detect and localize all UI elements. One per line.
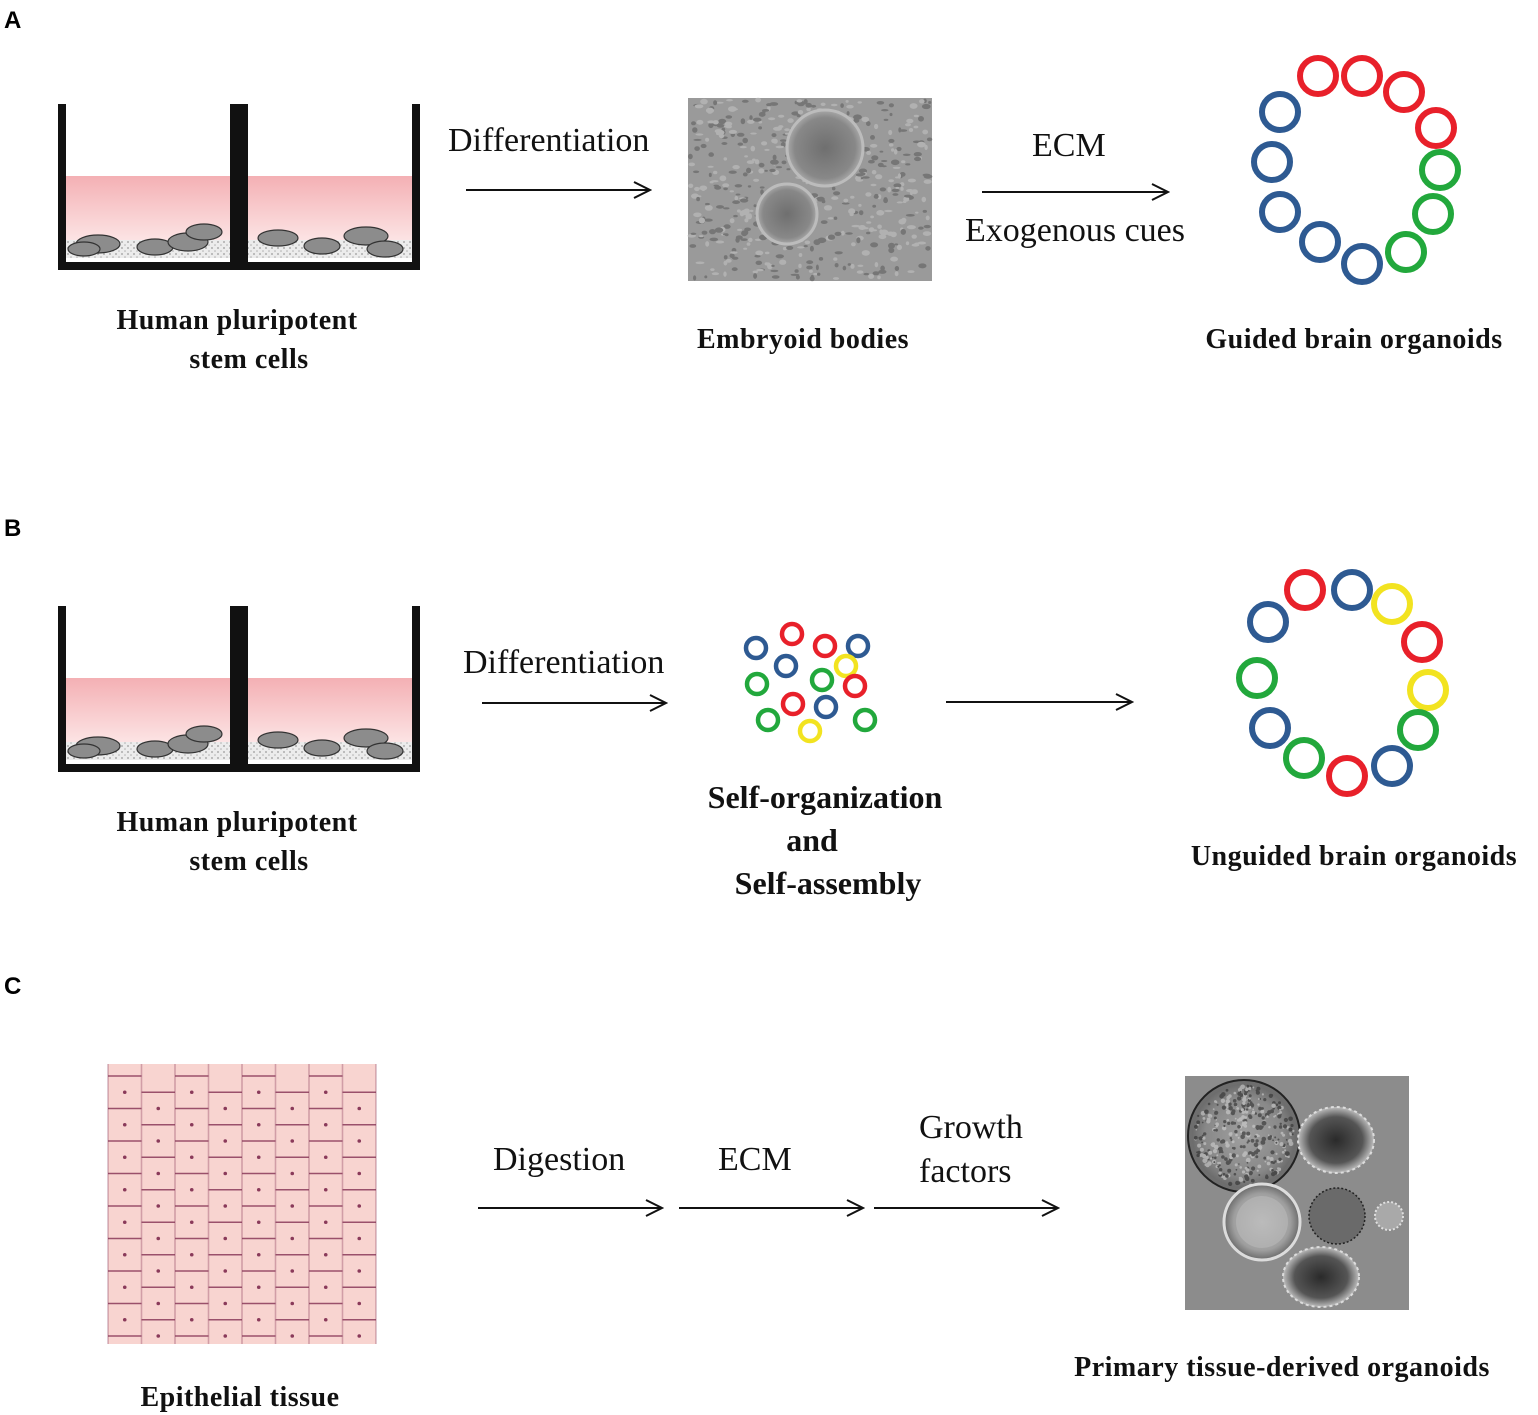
panel-a-step1-label: Differentiation xyxy=(448,122,649,159)
panel-c-step1-label: Digestion xyxy=(493,1141,625,1178)
organoid-ring-a-6 xyxy=(1412,193,1454,235)
organoid-ring-b-2 xyxy=(1331,569,1373,611)
cluster-cell-9 xyxy=(842,673,868,699)
culture-dish-a xyxy=(58,104,420,270)
cluster-cell-14 xyxy=(852,707,878,733)
panel-c: C Digestion ECM Growth factors Epithelia… xyxy=(4,973,1490,1413)
panel-c-caption-result: Primary tissue-derived organoids xyxy=(1074,1352,1490,1383)
organoid-ring-b-1 xyxy=(1284,569,1326,611)
organoid-ring-b-7 xyxy=(1371,745,1413,787)
organoid-ring-a-2 xyxy=(1341,55,1383,97)
organoid-ring-a-9 xyxy=(1299,221,1341,263)
cells-b xyxy=(67,725,404,760)
embryoid-bodies-photo xyxy=(687,97,933,282)
organoid-ring-a-12 xyxy=(1259,91,1301,133)
cluster-cell-4 xyxy=(845,633,871,659)
unguided-organoid-ring xyxy=(1236,569,1449,797)
cluster-cell-10 xyxy=(780,691,806,717)
panel-c-step3-label-line1: Growth xyxy=(919,1109,1023,1146)
cluster-cell-5 xyxy=(773,653,799,679)
panel-a-letter: A xyxy=(4,7,21,34)
organoid-ring-b-12 xyxy=(1247,601,1289,643)
panel-a-step2-label-top: ECM xyxy=(1032,127,1106,164)
panel-a-caption-source-line2: stem cells xyxy=(189,344,308,375)
organoid-ring-a-3 xyxy=(1383,71,1425,113)
cluster-cell-7 xyxy=(744,671,770,697)
cluster-cell-1 xyxy=(743,635,769,661)
organoid-ring-b-10 xyxy=(1249,707,1291,749)
organoid-ring-a-10 xyxy=(1259,191,1301,233)
cluster-cell-3 xyxy=(812,633,838,659)
panel-b-step1-label: Differentiation xyxy=(463,644,664,681)
organoid-ring-b-5 xyxy=(1407,669,1449,711)
organoid-ring-a-7 xyxy=(1385,231,1427,273)
panel-b-caption-source-line1: Human pluripotent xyxy=(116,807,357,838)
organoid-ring-a-11 xyxy=(1251,141,1293,183)
organoid-ring-b-9 xyxy=(1283,737,1325,779)
panel-a-caption-result: Guided brain organoids xyxy=(1205,324,1502,355)
panel-b-caption-middle-line3: Self-assembly xyxy=(735,865,922,901)
cluster-cell-2 xyxy=(779,621,805,647)
panel-c-caption-source: Epithelial tissue xyxy=(140,1382,339,1413)
organoid-ring-a-1 xyxy=(1297,55,1339,97)
organoid-ring-b-4 xyxy=(1401,621,1443,663)
panel-a-step2-label-bottom: Exogenous cues xyxy=(965,212,1185,249)
organoid-ring-b-3 xyxy=(1371,583,1413,625)
panel-b-caption-middle-line2: and xyxy=(786,822,838,858)
panel-b-caption-result: Unguided brain organoids xyxy=(1191,841,1517,872)
cluster-cell-12 xyxy=(755,707,781,733)
culture-dish-b xyxy=(58,606,420,772)
cluster-cell-8 xyxy=(809,667,835,693)
organoid-ring-b-8 xyxy=(1326,755,1368,797)
organoid-ring-a-4 xyxy=(1415,107,1457,149)
cluster-cell-6 xyxy=(833,653,859,679)
panel-a-caption-source-line1: Human pluripotent xyxy=(116,305,357,336)
primary-organoids-photo xyxy=(1185,1076,1409,1310)
cells-a xyxy=(67,223,404,258)
guided-organoid-ring xyxy=(1251,55,1461,285)
panel-b-caption-middle-line1: Self-organization xyxy=(708,779,943,815)
organoid-ring-b-11 xyxy=(1236,657,1278,699)
panel-b-caption-source-line2: stem cells xyxy=(189,846,308,877)
panel-c-step2-label: ECM xyxy=(718,1141,792,1178)
self-organizing-cell-cluster xyxy=(743,621,878,744)
epithelial-tissue-illustration xyxy=(107,1064,377,1344)
cluster-cell-11 xyxy=(813,694,839,720)
cluster-cell-13 xyxy=(797,718,823,744)
organoid-ring-a-5 xyxy=(1419,149,1461,191)
organoid-ring-b-6 xyxy=(1397,709,1439,751)
panel-b: B Differentiation H xyxy=(4,515,1517,901)
panel-c-step3-label-line2: factors xyxy=(919,1153,1012,1190)
panel-a-caption-middle: Embryoid bodies xyxy=(697,324,909,355)
panel-c-letter: C xyxy=(4,973,21,1000)
organoid-ring-a-8 xyxy=(1341,243,1383,285)
panel-b-letter: B xyxy=(4,515,21,542)
panel-a: A Differentiation xyxy=(4,7,1502,375)
